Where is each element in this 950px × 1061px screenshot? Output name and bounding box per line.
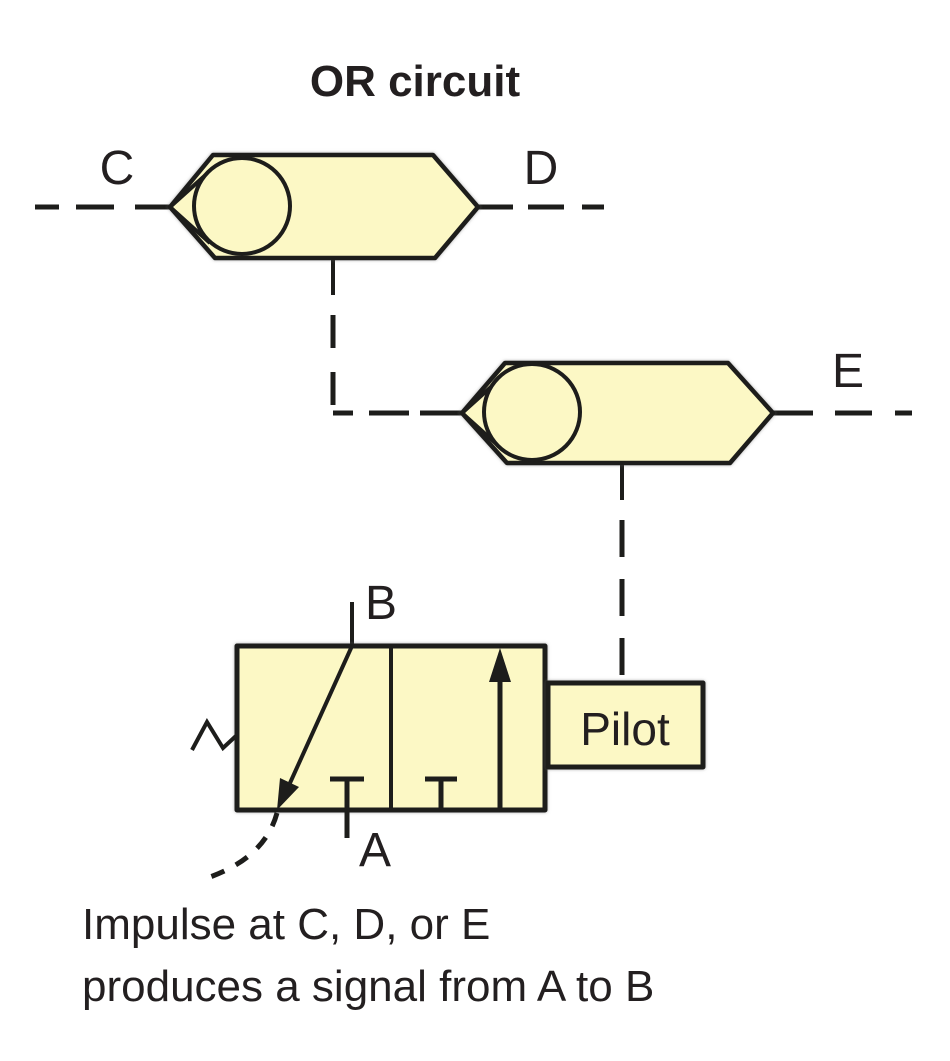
port-d-label: D: [524, 142, 559, 195]
shuttle-top-ball: [192, 156, 292, 256]
port-c-label: C: [100, 142, 135, 195]
shuttle-middle-ball: [482, 362, 582, 462]
shuttle-middle-body-group: [459, 360, 776, 466]
flow-arrow-up-head: [489, 648, 511, 682]
shuttle-valve-top: C D: [35, 142, 604, 413]
port-e-label: E: [832, 345, 864, 398]
port-b-label: B: [365, 577, 397, 630]
pilot-actuator-label: Pilot: [580, 703, 670, 755]
port-a-label: A: [359, 824, 391, 877]
caption-line-1: Impulse at C, D, or E: [82, 900, 490, 949]
return-spring-icon: [190, 717, 239, 752]
pilot-valve: Pilot B A: [190, 577, 706, 880]
pilot-actuator-group: [545, 680, 706, 770]
flow-arrow-diagonal-head: [277, 778, 299, 810]
pilot-actuator-box: [545, 680, 706, 770]
exhaust-dashed-curve: [209, 812, 280, 880]
diagram-title: OR circuit: [310, 57, 521, 106]
shuttle-valve-middle: E: [333, 345, 912, 683]
shuttle-top-seat: [167, 169, 212, 245]
blocked-port-right: [425, 776, 457, 810]
caption: Impulse at C, D, or E produces a signal …: [82, 900, 654, 1011]
shuttle-top-body-group: [167, 152, 481, 261]
blocked-port-left: [330, 776, 364, 838]
caption-line-2: produces a signal from A to B: [82, 962, 654, 1011]
flow-arrow-diagonal-shaft: [288, 645, 354, 784]
